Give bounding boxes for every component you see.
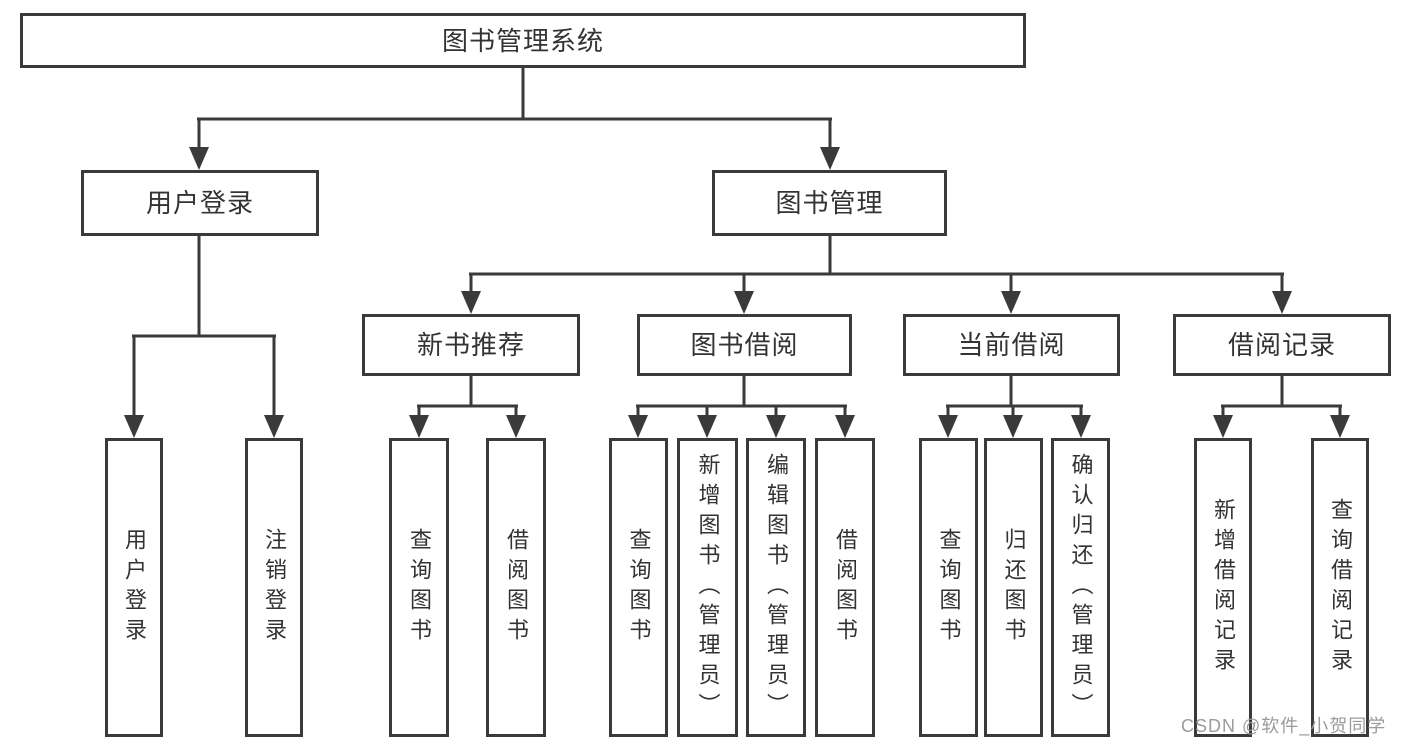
arrowhead [835, 415, 855, 438]
arrowhead [409, 415, 429, 438]
node-leaf-return-books-label: 归还图书 [1001, 527, 1027, 648]
node-leaf-logout-label: 注销登录 [262, 527, 287, 648]
node-book-borrowing: 图书借阅 [637, 314, 852, 376]
arrowhead [1003, 415, 1023, 438]
arrowhead [938, 415, 958, 438]
arrowhead [1272, 291, 1292, 314]
arrowhead [628, 415, 648, 438]
connector-path [132, 68, 1342, 420]
node-leaf-edit-book-admin-label: 编辑图书（管理员） [764, 452, 789, 723]
node-leaf-borrow-books-recommend-label: 借阅图书 [504, 527, 529, 648]
node-root-label: 图书管理系统 [441, 25, 604, 56]
node-book-borrowing-label: 图书借阅 [690, 330, 799, 360]
node-leaf-return-books: 归还图书 [984, 438, 1043, 737]
node-leaf-borrow-books-recommend: 借阅图书 [486, 438, 546, 737]
node-leaf-user-login-label: 用户登录 [122, 527, 147, 648]
node-leaf-add-borrow-record-label: 新增借阅记录 [1211, 497, 1236, 678]
arrowhead [820, 147, 840, 170]
node-borrowing-records-label: 借阅记录 [1227, 330, 1336, 360]
node-leaf-confirm-return-admin: 确认归还（管理员） [1051, 438, 1110, 737]
arrowhead [697, 415, 717, 438]
node-current-borrowing-label: 当前借阅 [957, 330, 1066, 360]
node-leaf-query-books-current: 查询图书 [919, 438, 978, 737]
node-user-login: 用户登录 [81, 170, 319, 236]
arrowhead [1213, 415, 1233, 438]
node-current-borrowing: 当前借阅 [903, 314, 1120, 376]
node-leaf-add-book-admin: 新增图书（管理员） [677, 438, 738, 737]
arrowhead [1001, 291, 1021, 314]
node-leaf-user-login: 用户登录 [105, 438, 163, 737]
node-leaf-query-borrow-record: 查询借阅记录 [1311, 438, 1369, 737]
node-leaf-logout: 注销登录 [245, 438, 303, 737]
arrowhead [1071, 415, 1091, 438]
node-leaf-edit-book-admin: 编辑图书（管理员） [746, 438, 806, 737]
node-leaf-query-books-current-label: 查询图书 [936, 527, 962, 648]
node-new-book-recommend: 新书推荐 [362, 314, 580, 376]
node-user-login-label: 用户登录 [145, 188, 254, 218]
node-leaf-query-books-recommend-label: 查询图书 [407, 527, 432, 648]
arrowhead [506, 415, 526, 438]
node-leaf-borrow-books: 借阅图书 [815, 438, 875, 737]
node-borrowing-records: 借阅记录 [1173, 314, 1391, 376]
arrowhead [461, 291, 481, 314]
node-leaf-add-book-admin-label: 新增图书（管理员） [695, 452, 721, 723]
arrowhead [189, 147, 209, 170]
node-book-management-label: 图书管理 [775, 188, 884, 218]
node-book-management: 图书管理 [712, 170, 947, 236]
arrowhead [766, 415, 786, 438]
node-leaf-query-books-borrowing-label: 查询图书 [626, 527, 652, 648]
arrowhead [124, 415, 144, 438]
arrowhead [1330, 415, 1350, 438]
arrowhead [264, 415, 284, 438]
node-leaf-query-books-recommend: 查询图书 [389, 438, 449, 737]
node-leaf-add-borrow-record: 新增借阅记录 [1194, 438, 1252, 737]
node-leaf-query-borrow-record-label: 查询借阅记录 [1328, 497, 1353, 678]
node-new-book-recommend-label: 新书推荐 [416, 330, 525, 360]
node-leaf-query-books-borrowing: 查询图书 [609, 438, 668, 737]
watermark: CSDN @软件_小贺同学 [1181, 716, 1387, 736]
node-root: 图书管理系统 [20, 13, 1026, 68]
node-leaf-borrow-books-label: 借阅图书 [833, 527, 858, 648]
arrowhead [734, 291, 754, 314]
node-leaf-confirm-return-admin-label: 确认归还（管理员） [1068, 452, 1094, 723]
